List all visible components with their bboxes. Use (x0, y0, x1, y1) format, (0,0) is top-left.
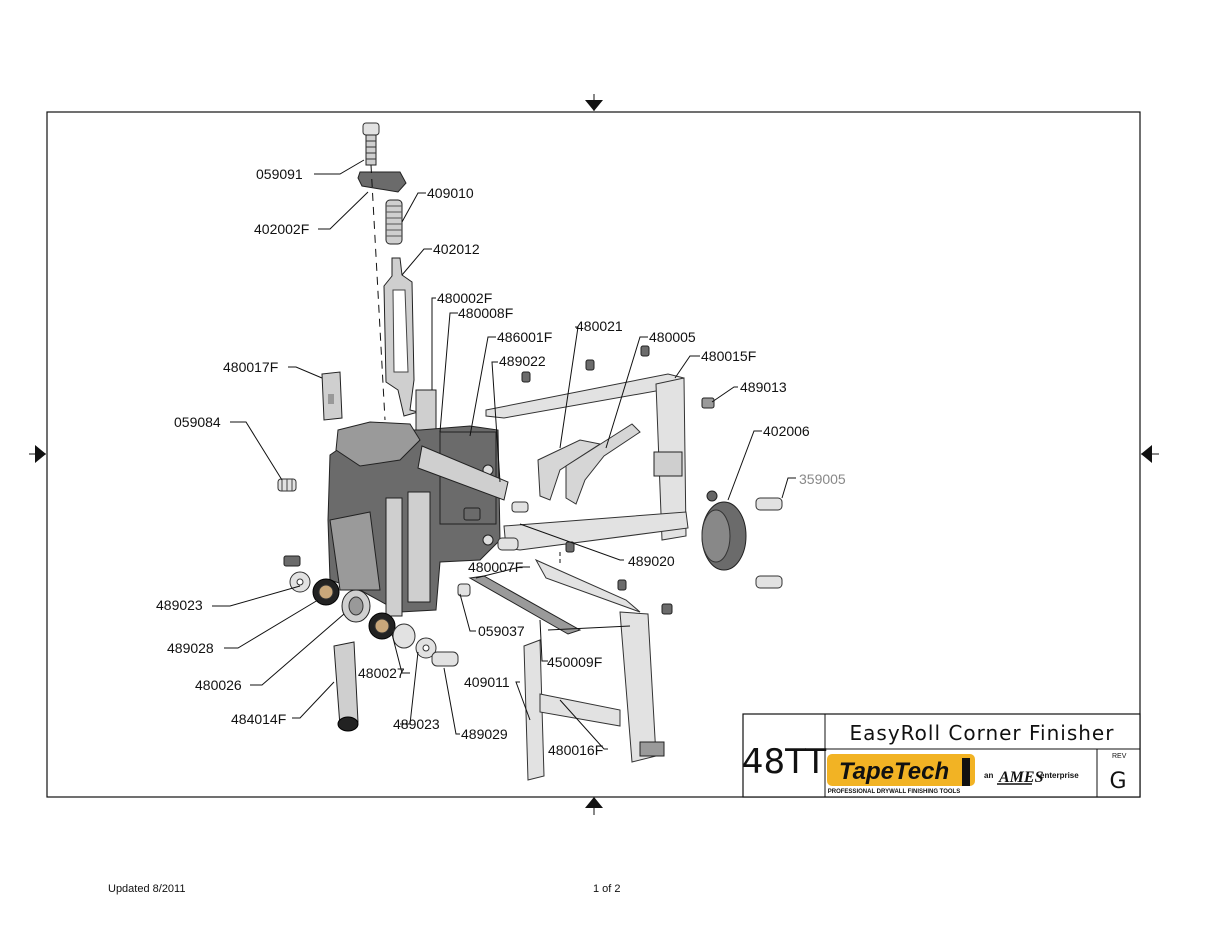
tapetech-logo: TapeTech PROFESSIONAL DRYWALL FINISHING … (827, 754, 975, 795)
callout-489013: 489013 (740, 379, 787, 395)
parts-illustration (277, 122, 783, 781)
callout-480008F: 480008F (458, 305, 513, 321)
callout-489022: 489022 (499, 353, 546, 369)
rev-label: REV (1112, 753, 1127, 760)
callout-480015F: 480015F (701, 348, 756, 364)
callout-059091: 059091 (256, 166, 303, 182)
callout-059084: 059084 (174, 414, 221, 430)
callout-359005: 359005 (799, 471, 846, 487)
callout-480016F: 480016F (548, 742, 603, 758)
tapetech-wordmark: TapeTech (839, 758, 949, 785)
footer-page-number: 1 of 2 (593, 883, 621, 895)
callout-489029: 489029 (461, 726, 508, 742)
rev-value: G (1109, 769, 1126, 794)
callout-402012: 402012 (433, 241, 480, 257)
callout-480007F: 480007F (468, 559, 523, 575)
callout-489028: 489028 (167, 640, 214, 656)
callout-480026: 480026 (195, 677, 242, 693)
callout-489020: 489020 (628, 553, 675, 569)
model-number: 48TT (742, 742, 826, 782)
callout-409010: 409010 (427, 185, 474, 201)
callout-480027: 480027 (358, 665, 405, 681)
ames-logo: AMES (997, 769, 1044, 786)
callout-480005: 480005 (649, 329, 696, 345)
callout-480002F: 480002F (437, 290, 492, 306)
callout-labels: 059091 402002F 409010 402012 480002F 480… (156, 166, 846, 758)
footer-updated: Updated 8/2011 (108, 883, 186, 895)
callout-480017F: 480017F (223, 359, 278, 375)
title-block: 48TT EasyRoll Corner Finisher REV G Tape… (742, 713, 1141, 798)
callout-402006: 402006 (763, 423, 810, 439)
callout-450009F: 450009F (547, 654, 602, 670)
callout-409011: 409011 (464, 674, 510, 690)
callout-402002F: 402002F (254, 221, 309, 237)
product-name: EasyRoll Corner Finisher (850, 721, 1115, 745)
callout-486001F: 486001F (497, 329, 552, 345)
callout-484014F: 484014F (231, 711, 286, 727)
callout-059037: 059037 (478, 623, 525, 639)
leader-lines (212, 159, 796, 750)
enterprise-prefix: an (984, 771, 993, 780)
callout-480021: 480021 (576, 318, 623, 334)
callout-489023-b: 489023 (393, 716, 440, 732)
tapetech-tagline: PROFESSIONAL DRYWALL FINISHING TOOLS (828, 789, 960, 795)
enterprise-suffix: enterprise (1040, 771, 1079, 780)
callout-489023-a: 489023 (156, 597, 203, 613)
ames-wordmark: AMES (998, 769, 1044, 786)
